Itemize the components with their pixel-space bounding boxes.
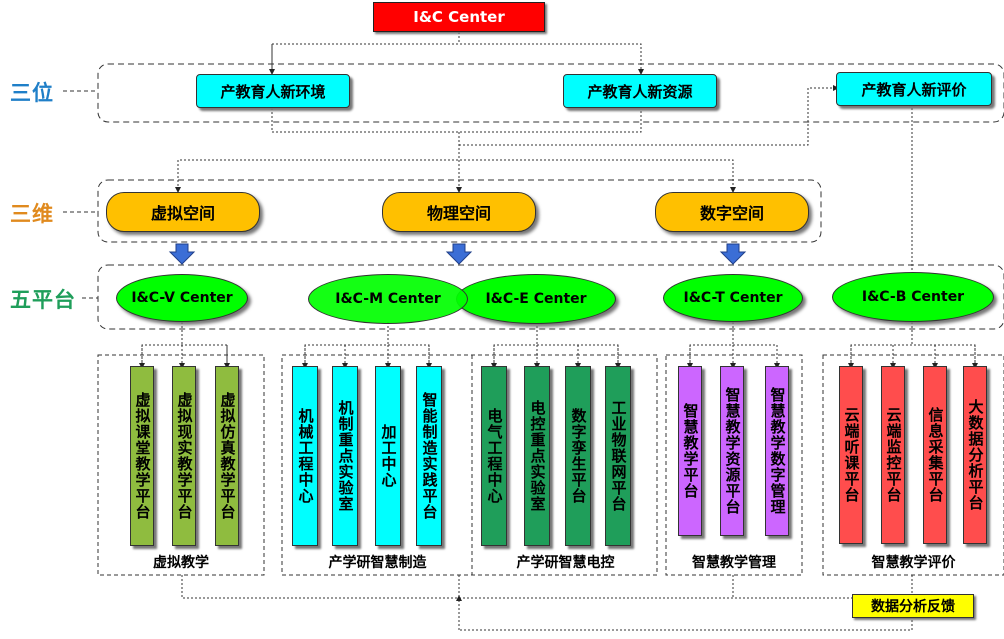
frame-sanwei [97,63,1004,123]
space-virtual-box: 虚拟空间 [106,192,260,232]
center-t-ellipse: I&C-T Center [663,274,803,322]
platform-column: 大数据分析平台 [963,366,987,544]
platform-column: 信息采集平台 [923,366,947,544]
platform-column: 数字孪生平台 [565,366,591,546]
group-label-electric: 产学研智慧电控 [516,555,615,571]
sanwei-resources-box: 产教育人新资源 [563,74,717,108]
space-digital-box: 数字空间 [655,192,809,232]
group-label-manufacture: 产学研智慧制造 [328,555,427,571]
feedback-box: 数据分析反馈 [852,594,974,618]
sanwei-evaluation-box: 产教育人新评价 [836,72,992,106]
platform-column: 机制重点实验室 [332,366,358,546]
group-label-evaluation: 智慧教学评价 [871,555,956,571]
platform-column: 云端监控平台 [881,366,905,544]
platform-column: 云端听课平台 [839,366,863,544]
center-e-ellipse: I&C-E Center [456,274,616,324]
platform-column: 电控重点实验室 [524,366,550,546]
platform-column: 电气工程中心 [481,366,507,546]
platform-column: 智慧教学数字管理 [765,366,789,536]
frame-evaluation [822,354,1004,576]
platform-column: 虚拟现实教学平台 [172,366,196,546]
down-arrow-icon [168,243,196,265]
row-label-five-platforms: 五平台 [10,288,76,312]
down-arrow-icon [445,243,473,265]
group-label-management: 智慧教学管理 [692,555,776,571]
row-label-sanwei: 三位 [10,81,54,105]
platform-column: 虚拟课堂教学平台 [130,366,154,546]
platform-column: 工业物联网平台 [605,366,631,546]
platform-column: 智能制造实践平台 [416,366,442,546]
platform-column: 加工中心 [375,366,401,546]
frame-me [281,354,658,576]
platform-column: 机械工程中心 [292,366,318,546]
center-m-ellipse: I&C-M Center [308,274,468,324]
row-label-sanwei-dimension: 三维 [10,202,54,226]
frame-management [665,354,803,576]
down-arrow-icon [719,243,747,265]
center-b-ellipse: I&C-B Center [832,272,994,322]
group-label-virtual: 虚拟教学 [153,555,209,571]
center-v-ellipse: I&C-V Center [116,274,248,322]
frame-virtual [97,354,265,576]
ic-center-box: I&C Center [373,2,545,32]
platform-column: 虚拟仿真教学平台 [215,366,239,546]
sanwei-environment-box: 产教育人新环境 [196,74,350,108]
space-physical-box: 物理空间 [382,192,536,232]
platform-column: 智慧教学资源平台 [720,366,744,536]
platform-column: 智慧教学平台 [678,366,702,536]
frame-centers [97,264,1004,330]
